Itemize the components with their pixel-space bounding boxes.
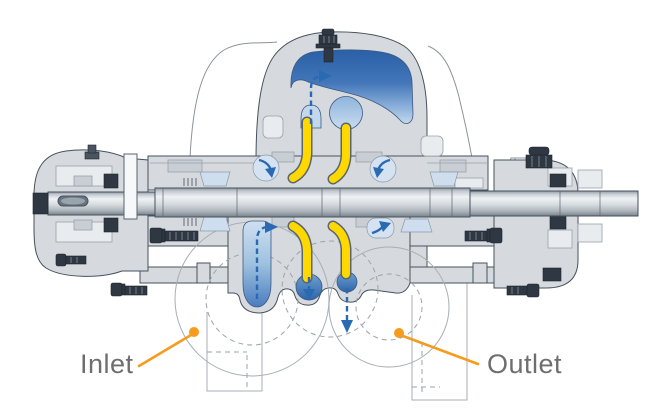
volute-circle-right-inner (355, 273, 423, 341)
shaft-sleeve-section (154, 187, 471, 218)
volute-circle-center (281, 240, 379, 338)
profile-left-curve (189, 41, 278, 159)
profile-right-curve (427, 45, 473, 159)
stud-bolt-left-lower (110, 282, 148, 297)
hidden-edge-lines (207, 342, 440, 396)
flow-arrow-crossover (309, 74, 321, 124)
flow-arrows (255, 70, 391, 333)
inlet-leader-line (137, 333, 193, 368)
impeller-vane-top-2 (329, 124, 350, 183)
bearing-ball-left-bottom (103, 217, 119, 233)
inlet-label: Inlet (80, 349, 134, 379)
stud-bolt-left-upper (149, 227, 199, 244)
pedestal-feet (206, 283, 468, 401)
outlet-marker-dot (394, 328, 404, 338)
bearing-cap-bolt (525, 146, 553, 169)
impeller-vane-bottom-1 (289, 222, 311, 282)
impeller-vane-top-1 (289, 118, 311, 182)
bearing-lower-screw (542, 267, 562, 282)
shaft-step-lines (162, 188, 601, 217)
stud-bolt-right-upper (464, 227, 503, 244)
annotations: Inlet Outlet (80, 327, 562, 379)
pump-shaft (32, 187, 639, 218)
outlet-leader-line (401, 334, 480, 366)
dome-relief-right (420, 135, 444, 157)
seal-glands (183, 171, 459, 233)
grease-fitting-icon (84, 144, 100, 160)
flow-arrow-riser (255, 225, 267, 299)
casing-pillar-right (472, 262, 488, 284)
shaft-threaded-end (32, 192, 49, 215)
vent-bolt-top (315, 28, 341, 63)
bearing-ball-right-top (549, 173, 567, 188)
impellers (287, 116, 352, 284)
flow-arrowheads (265, 70, 391, 333)
casing-pillar-left (196, 262, 211, 284)
volute-circle-right-outer (328, 246, 450, 368)
suction-riser (242, 220, 272, 308)
right-foot-outline (411, 283, 468, 401)
outlet-label: Outlet (487, 349, 562, 379)
inlet-marker-dot (189, 327, 199, 337)
bearing-ball-right-bottom (549, 215, 567, 230)
impeller-vane-bottom-2 (329, 222, 350, 278)
bolts (55, 28, 540, 298)
shaft-right-section (469, 190, 639, 217)
bearing-ball-left-top (103, 173, 119, 189)
dome-relief-left (262, 115, 284, 139)
flow-passages (242, 49, 414, 308)
bearing-housing-right (493, 146, 603, 289)
packing-rings (183, 178, 197, 226)
casing-volute-block (227, 215, 411, 314)
casing-flange-plate (123, 153, 138, 220)
bolt-housing-left (55, 253, 87, 267)
casing-slot-fill-right (407, 245, 428, 268)
stud-bolt-right-lower (506, 283, 540, 298)
